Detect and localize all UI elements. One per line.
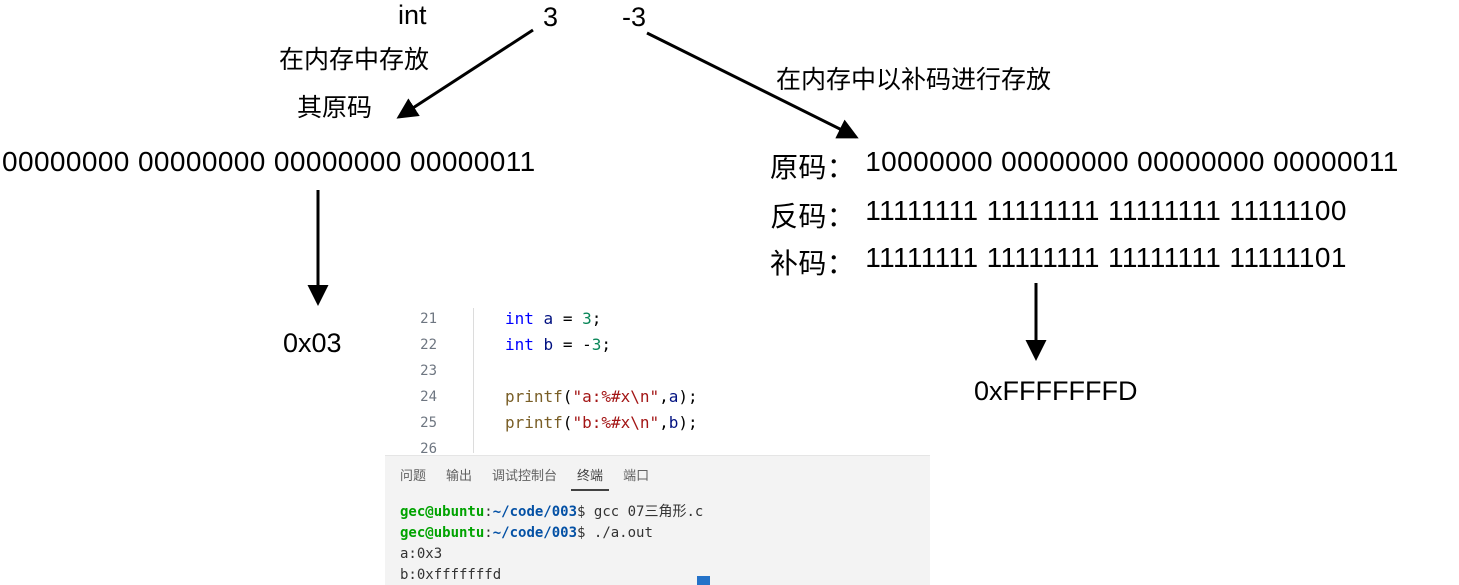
token: int — [505, 309, 534, 328]
token — [534, 335, 544, 354]
sign-magnitude-row: 原码： 10000000 00000000 00000000 00000011 — [770, 146, 1399, 186]
panel-tab-ports[interactable]: 端口 — [623, 468, 650, 483]
line-number: 21 — [420, 311, 437, 327]
token: a — [543, 309, 554, 328]
token: , — [659, 413, 669, 432]
line-number: 25 — [420, 415, 437, 431]
ones-complement-row: 反码： 11111111 11111111 11111111 11111100 — [770, 195, 1347, 235]
code-line-26: 26 — [385, 436, 930, 455]
twos-complement-value: 11111111 11111111 11111111 11111101 — [865, 242, 1347, 273]
token: : — [484, 525, 493, 541]
token: a:0x3 — [400, 546, 443, 562]
token: ~/code/003 — [492, 525, 578, 541]
code-text: int b = -3; — [437, 332, 611, 358]
terminal-cursor — [697, 576, 710, 585]
value-positive-3: 3 — [543, 2, 559, 32]
token: gcc 07三角形.c — [593, 504, 704, 520]
twos-complement-label: 补码： — [770, 248, 856, 279]
token: = — [553, 309, 583, 328]
line-number: 26 — [420, 441, 437, 455]
token: ( — [562, 413, 573, 432]
panel-tab-problems[interactable]: 问题 — [400, 468, 427, 483]
hex-value-of-neg3: 0xFFFFFFFD — [974, 376, 1138, 406]
token: ; — [591, 309, 602, 328]
token: gec@ubuntu — [400, 504, 485, 520]
ones-complement-value: 11111111 11111111 11111111 11111100 — [865, 195, 1347, 226]
sign-magnitude-value: 10000000 00000000 00000000 00000011 — [865, 146, 1399, 177]
token: "b:%#x\n" — [572, 413, 660, 432]
sign-magnitude-label: 原码： — [770, 152, 856, 183]
panel-tab-output[interactable]: 输出 — [446, 468, 473, 483]
terminal-line-2: gec@ubuntu:~/code/003$ ./a.out — [400, 523, 930, 544]
value-negative-3: -3 — [622, 2, 647, 32]
twos-complement-row: 补码： 11111111 11111111 11111111 11111101 — [770, 242, 1347, 282]
code-text: printf("b:%#x\n",b); — [437, 410, 698, 436]
token: b — [543, 335, 554, 354]
int-type-label: int — [398, 0, 427, 30]
binary-of-positive-3: 00000000 00000000 00000000 00000011 — [2, 146, 536, 177]
token: 3 — [582, 309, 592, 328]
code-text — [437, 436, 505, 455]
token: a — [668, 387, 679, 406]
token — [534, 309, 544, 328]
token: ( — [562, 387, 573, 406]
token: int — [505, 335, 534, 354]
token: ; — [601, 335, 611, 354]
token: b — [668, 413, 679, 432]
note-original-code: 其原码 — [297, 94, 373, 122]
code-text: int a = 3; — [437, 306, 601, 332]
code-text: printf("a:%#x\n",a); — [437, 384, 698, 410]
token: $ — [577, 525, 594, 541]
token: ); — [678, 387, 698, 406]
token: ); — [678, 413, 698, 432]
token: $ — [577, 504, 594, 520]
panel-tab-debug-console[interactable]: 调试控制台 — [492, 468, 558, 483]
terminal-line-3: a:0x3 — [400, 544, 930, 565]
panel-tab-bar: 问题 输出 调试控制台终端端口 — [385, 456, 930, 492]
terminal-line-4: b:0xfffffffd — [400, 565, 930, 585]
token: 3 — [591, 335, 602, 354]
token: , — [659, 387, 669, 406]
note-memory-storage: 在内存中存放 — [279, 46, 430, 74]
line-number: 24 — [420, 389, 437, 405]
token: ./a.out — [593, 525, 653, 541]
note-complement-storage: 在内存中以补码进行存放 — [776, 66, 1052, 94]
hex-value-of-3: 0x03 — [283, 328, 342, 358]
line-number: 23 — [420, 363, 437, 379]
token: "a:%#x\n" — [572, 387, 660, 406]
code-line-23: 23 — [385, 358, 930, 384]
terminal-line-1: gec@ubuntu:~/code/003$ gcc 07三角形.c — [400, 502, 930, 523]
ones-complement-label: 反码： — [770, 201, 856, 232]
bottom-panel: 问题输出调试控制台终端端口 gec@ubuntu:~/code/003$ gcc… — [385, 455, 930, 585]
token: = - — [553, 335, 592, 354]
code-text — [437, 358, 505, 384]
token: printf — [505, 387, 563, 406]
token: b:0xfffffffd — [400, 567, 502, 583]
line-number: 22 — [420, 337, 437, 353]
token: gec@ubuntu — [400, 525, 485, 541]
token: : — [484, 504, 493, 520]
token: ~/code/003 — [492, 504, 578, 520]
panel-tab-terminal[interactable]: 终端 — [571, 461, 610, 491]
indent-guide-line — [473, 308, 474, 453]
token: printf — [505, 413, 563, 432]
